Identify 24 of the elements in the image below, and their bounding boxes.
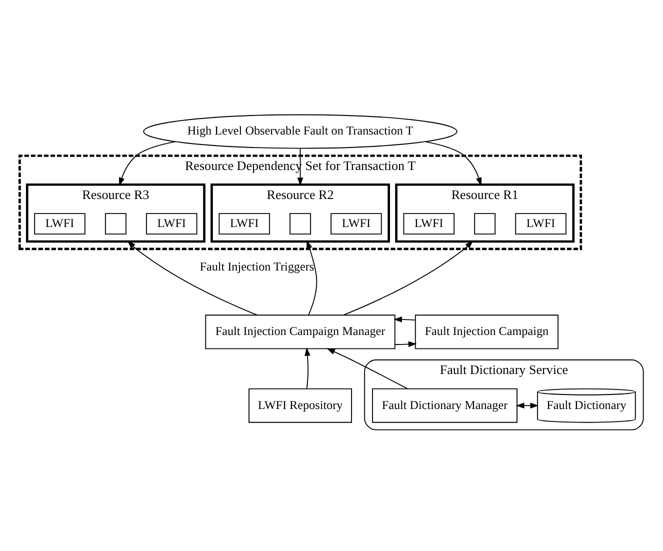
node-box: LWFI	[515, 212, 566, 234]
arrow	[297, 148, 304, 186]
arrow	[304, 346, 310, 389]
node-box: LWFI	[403, 212, 455, 234]
node-box: LWFI	[146, 212, 198, 234]
node-box: Fault Injection Campaign Manager	[205, 314, 396, 349]
node-box: LWFI	[330, 212, 382, 234]
node-box: LWFI	[218, 212, 270, 234]
node-box	[104, 212, 126, 234]
node-ellipse: High Level Observable Fault on Transaction T	[143, 114, 458, 148]
node-box	[290, 212, 311, 234]
arrow	[394, 316, 416, 322]
edge-label: Fault Injection Triggers	[200, 259, 314, 274]
node-box: LWFI	[34, 212, 86, 234]
node-box: Fault Dictionary Manager	[372, 388, 518, 422]
node-box	[474, 212, 496, 234]
arrow	[306, 240, 318, 315]
arrow	[342, 240, 474, 316]
arrow	[326, 348, 408, 389]
node-box: Fault Injection Campaign	[414, 314, 558, 349]
arrow	[394, 340, 417, 347]
arrow	[127, 240, 258, 316]
arrow	[516, 402, 539, 408]
node-box: LWFI Repository	[248, 388, 352, 422]
